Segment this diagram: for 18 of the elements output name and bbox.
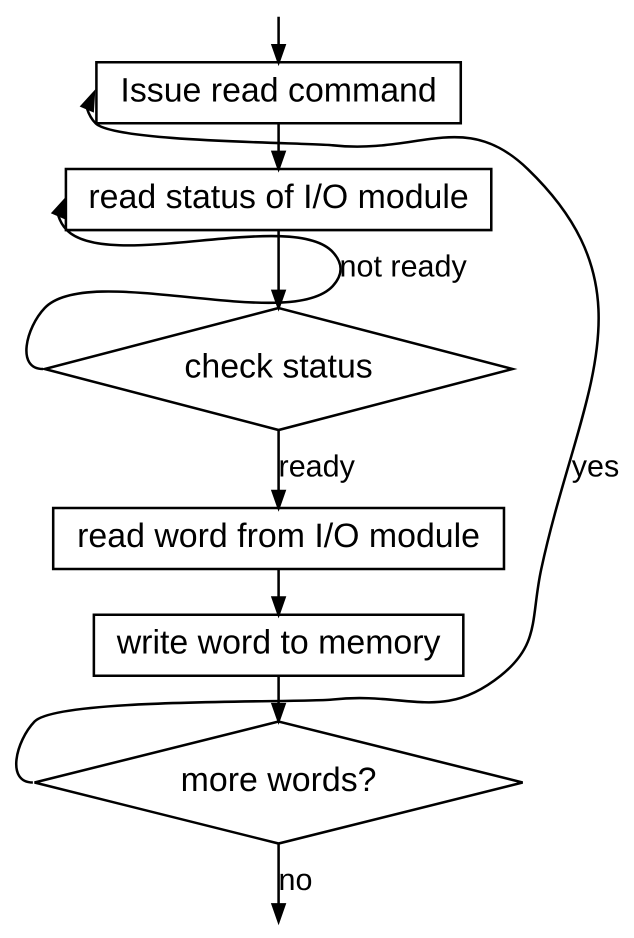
node-box: read word from I/O module [51, 506, 505, 570]
edge-label: no [278, 862, 312, 897]
node-box: Issue read command [94, 61, 462, 125]
node-box: write word to memory [92, 613, 464, 678]
edge-label: not ready [339, 249, 466, 284]
arrow [14, 89, 599, 784]
edge-label: yes [571, 449, 619, 484]
arrow [270, 430, 286, 512]
arrow [270, 570, 286, 618]
arrow [24, 196, 342, 370]
arrow [270, 16, 286, 66]
arrow [270, 124, 286, 173]
arrow [270, 676, 286, 725]
arrow [270, 844, 286, 926]
node-diamond: more words? [32, 720, 524, 845]
edge-label: ready [278, 449, 354, 484]
node-box: read status of I/O module [64, 168, 492, 232]
arrow [270, 230, 286, 312]
